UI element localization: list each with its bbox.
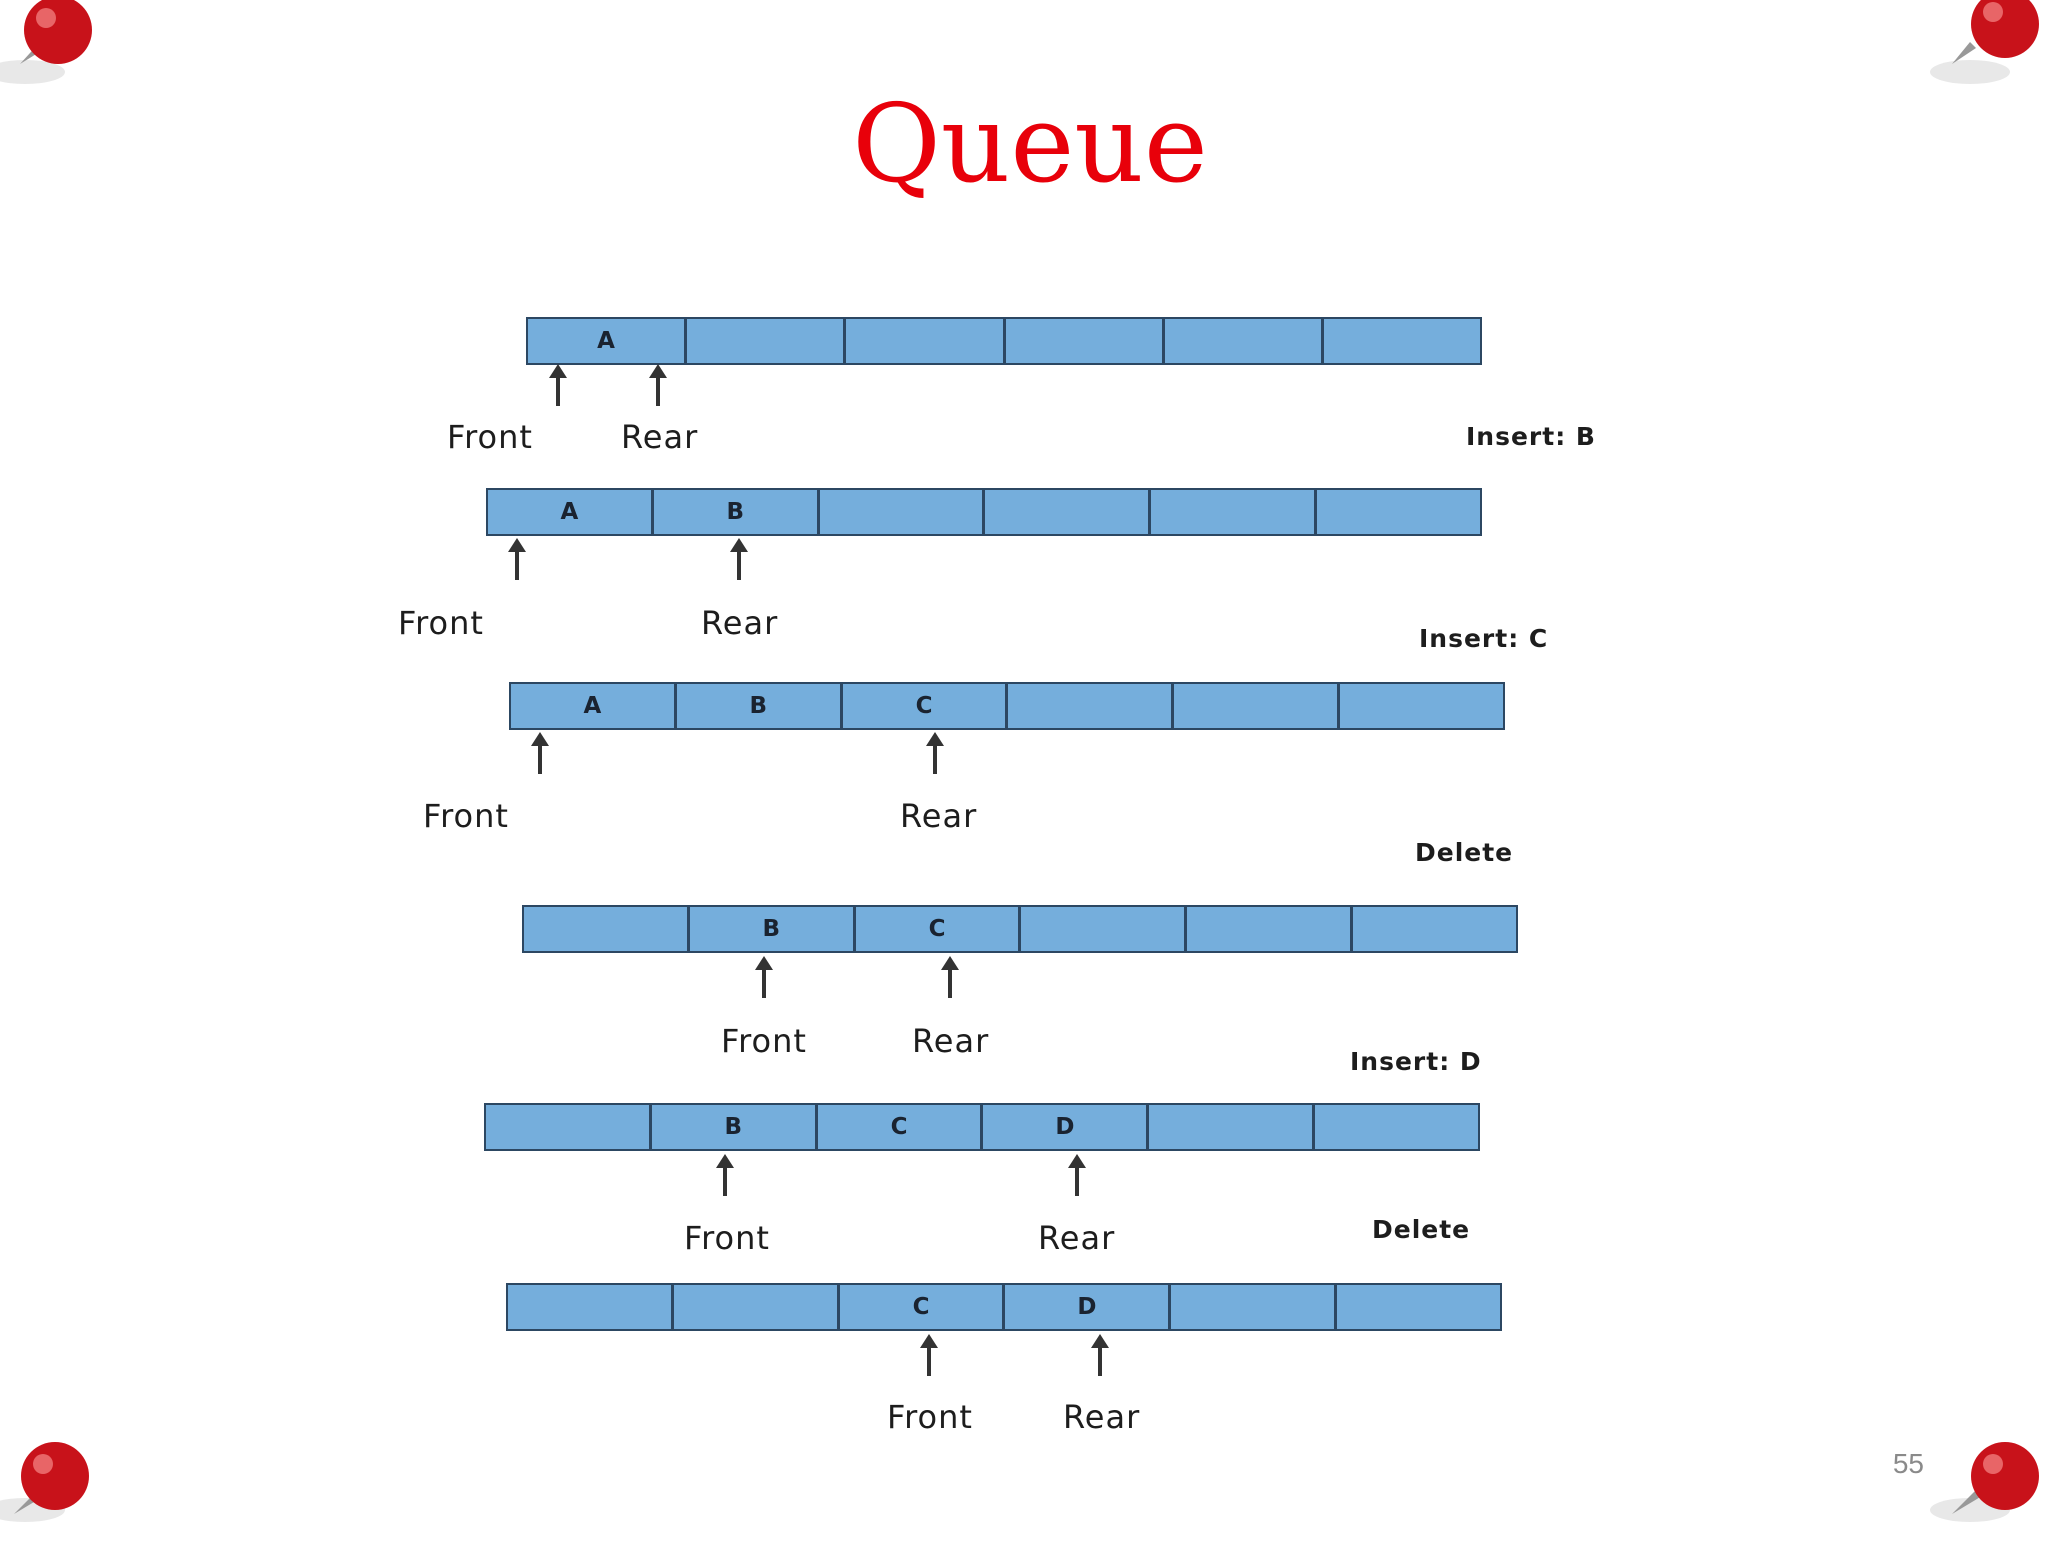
queue-cell <box>1021 907 1188 951</box>
operation-label: Delete <box>1415 838 1514 867</box>
up-arrow-icon <box>939 956 961 1000</box>
queue-cell <box>1324 319 1480 363</box>
pushpin-icon-top-right <box>1910 0 2048 122</box>
up-arrow-icon <box>728 538 750 582</box>
queue-row-1: A <box>526 317 1482 365</box>
queue-cell <box>820 490 986 534</box>
queue-cell <box>508 1285 674 1329</box>
up-arrow-icon <box>753 956 775 1000</box>
queue-cell <box>1008 684 1175 728</box>
queue-cell: D <box>1005 1285 1172 1329</box>
front-label: Front <box>447 418 533 456</box>
page-number: 55 <box>1892 1448 1924 1479</box>
rear-label: Rear <box>1038 1219 1116 1257</box>
operation-label: Delete <box>1372 1215 1471 1244</box>
queue-cell <box>985 490 1152 534</box>
queue-cell: A <box>528 319 688 363</box>
up-arrow-icon <box>547 364 569 408</box>
queue-cell: A <box>511 684 677 728</box>
up-arrow-icon <box>924 732 946 776</box>
queue-cell <box>1317 490 1480 534</box>
up-arrow-icon <box>918 1334 940 1378</box>
queue-row-2: A B <box>486 488 1482 536</box>
queue-cell: B <box>654 490 820 534</box>
pushpin-icon-bottom-right <box>1910 1410 2048 1560</box>
front-label: Front <box>423 797 509 835</box>
queue-cell <box>1006 319 1165 363</box>
queue-row-6: C D <box>506 1283 1502 1331</box>
rear-label: Rear <box>621 418 699 456</box>
rear-label: Rear <box>912 1022 990 1060</box>
rear-label: Rear <box>900 797 978 835</box>
up-arrow-icon <box>506 538 528 582</box>
queue-cell <box>1353 907 1516 951</box>
queue-cell <box>1149 1105 1316 1149</box>
queue-cell <box>1340 684 1503 728</box>
up-arrow-icon <box>1066 1154 1088 1198</box>
pushpin-icon-bottom-left <box>0 1410 130 1560</box>
queue-cell <box>524 907 690 951</box>
operation-label: Insert: D <box>1350 1047 1482 1076</box>
queue-cell: A <box>488 490 654 534</box>
slide-title: Queue <box>852 82 1208 207</box>
queue-cell <box>1171 1285 1338 1329</box>
queue-row-4: B C <box>522 905 1518 953</box>
queue-cell <box>846 319 1006 363</box>
front-label: Front <box>398 604 484 642</box>
queue-cell: C <box>856 907 1022 951</box>
queue-row-5: B C D <box>484 1103 1480 1151</box>
queue-cell <box>1165 319 1324 363</box>
queue-cell <box>1187 907 1354 951</box>
queue-cell <box>1337 1285 1500 1329</box>
queue-cell: D <box>983 1105 1150 1149</box>
up-arrow-icon <box>1089 1334 1111 1378</box>
pushpin-icon-top-left <box>0 0 130 122</box>
queue-cell <box>1315 1105 1478 1149</box>
queue-cell <box>486 1105 652 1149</box>
front-label: Front <box>684 1219 770 1257</box>
operation-label: Insert: B <box>1466 422 1596 451</box>
front-label: Front <box>721 1022 807 1060</box>
queue-row-3: A B C <box>509 682 1505 730</box>
queue-cell <box>674 1285 840 1329</box>
up-arrow-icon <box>529 732 551 776</box>
rear-label: Rear <box>1063 1398 1141 1436</box>
queue-cell: C <box>818 1105 984 1149</box>
queue-cell <box>687 319 847 363</box>
queue-cell: B <box>652 1105 818 1149</box>
queue-cell: B <box>677 684 843 728</box>
front-label: Front <box>887 1398 973 1436</box>
up-arrow-icon <box>714 1154 736 1198</box>
queue-cell <box>1174 684 1341 728</box>
queue-cell: C <box>840 1285 1006 1329</box>
operation-label: Insert: C <box>1419 624 1549 653</box>
queue-cell: C <box>843 684 1009 728</box>
up-arrow-icon <box>647 364 669 408</box>
rear-label: Rear <box>701 604 779 642</box>
queue-cell <box>1151 490 1318 534</box>
queue-cell: B <box>690 907 856 951</box>
